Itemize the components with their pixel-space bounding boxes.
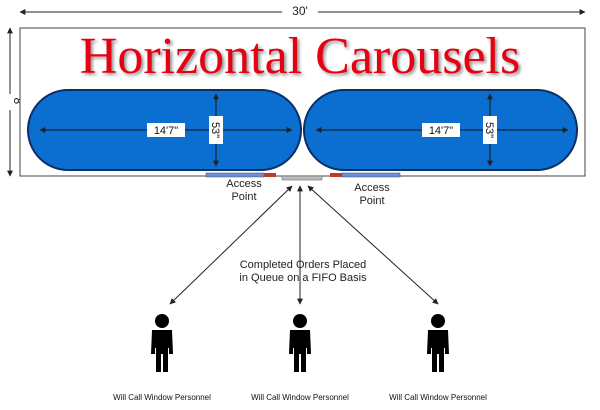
queue-note-line1: Completed Orders Placed [239,259,367,271]
height-dimension-label: 8' [11,98,25,107]
access-point-label-1: Access Point [214,178,274,204]
access-point-bar-2 [341,172,401,178]
queue-note-line2: in Queue on a FIFO Basis [239,272,367,284]
access-point-label-1-line2: Point [231,191,257,203]
personnel-label-3: Will Call Window Personnel [389,393,487,402]
personnel-label-1: Will Call Window Personnel [113,393,211,402]
access-point-bar-1 [205,172,265,178]
carousel-1-width-label: 53" [209,122,221,138]
page-title: Horizontal Carousels [79,28,521,85]
access-point-label-1-line1: Access [226,178,262,190]
personnel-label-2: Will Call Window Personnel [251,393,349,402]
access-point-marker-2 [330,173,342,177]
carousel-1-length-label: 14'7" [154,125,178,137]
access-point-label-2: Access Point [342,182,402,208]
person-icon [151,314,173,372]
carousel-2-width-label: 53" [483,122,495,138]
carousel-2-length-label: 14'7" [429,125,453,137]
width-dimension-label: 30' [292,4,308,18]
queue-station [281,175,323,181]
access-point-marker-1 [264,173,276,177]
flow-arrow-left [169,185,293,305]
person-icon [427,314,449,372]
access-point-label-2-line1: Access [354,182,390,194]
access-point-label-2-line2: Point [359,195,385,207]
person-icon [289,314,311,372]
queue-note: Completed Orders Placed in Queue on a FI… [218,259,388,285]
flow-arrow-right [307,185,439,305]
